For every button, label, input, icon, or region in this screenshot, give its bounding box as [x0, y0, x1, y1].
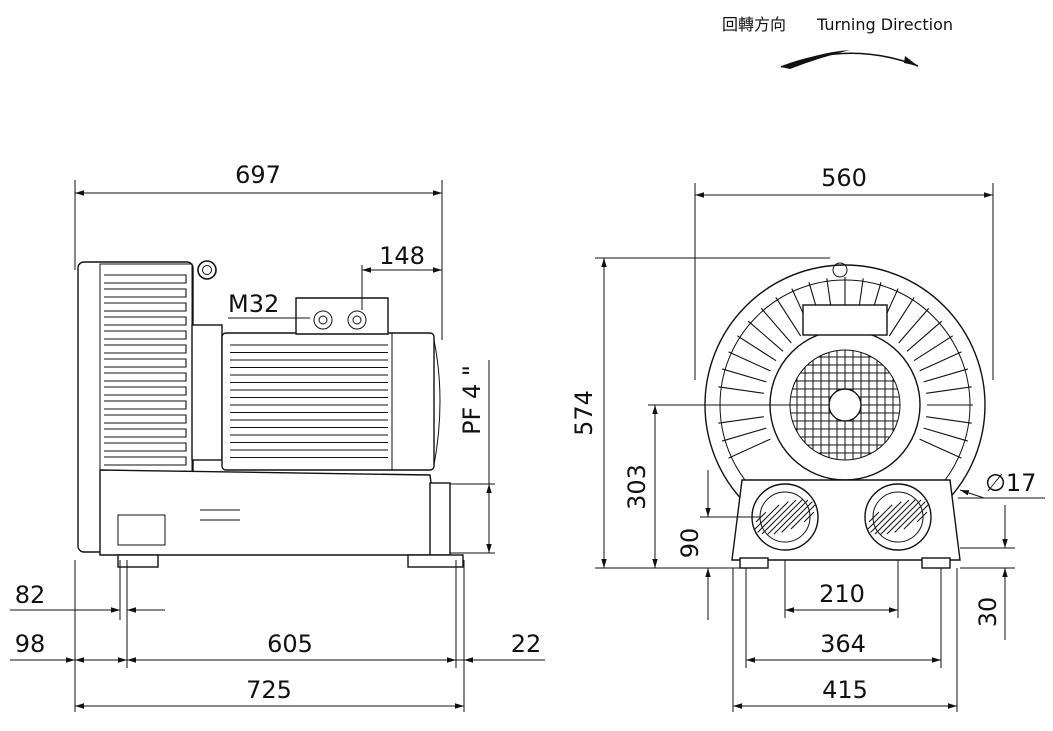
dim-98: 98 [15, 630, 46, 658]
turning-direction-zh-label: 回轉方向 [722, 15, 786, 34]
dim-height: 574 [570, 390, 598, 436]
terminal-box [295, 297, 389, 335]
dim-axis-height: 303 [623, 464, 651, 510]
dim-port-height: 90 [676, 528, 704, 559]
dim-210: 210 [819, 580, 865, 608]
motor-body [221, 332, 435, 471]
cable-gland-label: M32 [228, 290, 279, 318]
dim-overall-length: 697 [235, 161, 281, 189]
dim-30: 30 [974, 597, 1002, 628]
dim-725: 725 [246, 676, 292, 704]
radial-cooling-fins [717, 277, 973, 459]
dim-364: 364 [820, 630, 866, 658]
dim-82: 82 [15, 581, 46, 609]
cable-gland-2 [347, 310, 367, 330]
lifting-eye-front [832, 262, 848, 278]
motor-flange [191, 324, 223, 461]
dim-width: 560 [821, 164, 867, 192]
front-view: 560 574 303 90 ∅17 30 210 [570, 164, 1045, 712]
turning-direction-legend: 回轉方向 Turning Direction [722, 15, 953, 69]
fan-cover-grille [790, 350, 900, 460]
dim-605: 605 [267, 630, 313, 658]
dim-415: 415 [822, 676, 868, 704]
motor-shaft [828, 388, 862, 422]
dim-22: 22 [511, 630, 542, 658]
terminal-box-front [802, 304, 888, 336]
port-hatching [754, 499, 929, 535]
dim-port-offset: 148 [379, 242, 425, 270]
port-flange [429, 482, 451, 556]
motor-cooling-fins [230, 344, 388, 458]
foot-right [407, 554, 464, 568]
foot-left [117, 554, 159, 568]
hole-diameter-label: ∅17 [985, 469, 1036, 497]
lifting-eye [197, 260, 217, 280]
cable-gland-1 [313, 310, 333, 330]
side-view: 697 148 M32 PF 4 " 82 98 605 22 72 [10, 161, 545, 712]
base-casing [99, 469, 441, 556]
turning-direction-en-label: Turning Direction [816, 15, 953, 34]
port-size-label: PF 4 " [458, 365, 486, 435]
